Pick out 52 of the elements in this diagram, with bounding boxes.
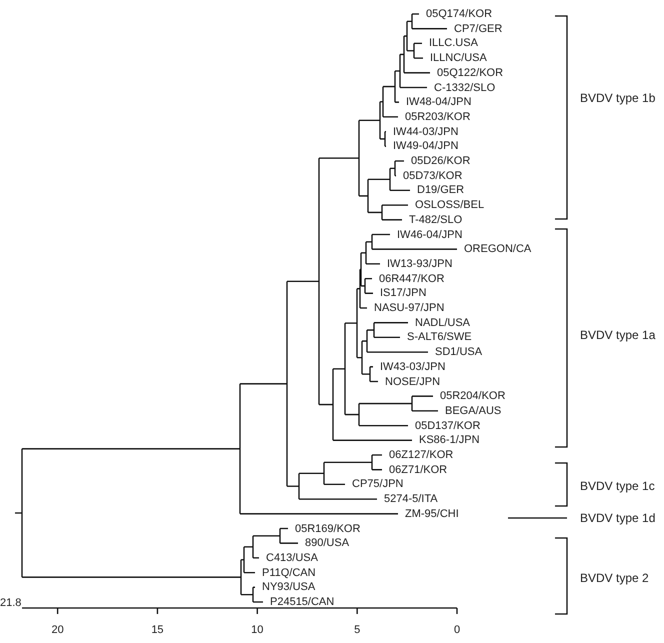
taxon-label: 06Z127/KOR — [389, 448, 454, 462]
axis-tick-label: 0 — [454, 623, 460, 637]
axis-tick-label: 20 — [51, 623, 64, 637]
taxon-label: C413/USA — [266, 550, 318, 565]
taxon-label: OREGON/CA — [464, 242, 532, 256]
taxon-label: IW44-03/JPN — [393, 124, 458, 139]
taxon-label: 05D73/KOR — [403, 168, 462, 183]
axis-tick-label: 15 — [151, 623, 164, 637]
taxon-label: CP75/JPN — [352, 477, 404, 492]
taxon-label: D19/GER — [417, 183, 464, 198]
clade-label: BVDV type 1a — [580, 328, 656, 342]
taxon-label: 05R204/KOR — [440, 389, 506, 404]
taxon-label: 06R447/KOR — [379, 272, 444, 286]
taxon-label: ILLNC/USA — [430, 51, 487, 66]
taxon-label: C-1332/SLO — [434, 80, 496, 94]
taxon-label: 05R169/KOR — [295, 522, 360, 536]
taxon-label: IW43-03/JPN — [380, 360, 446, 374]
taxon-label: P24515/CAN — [270, 595, 334, 609]
taxon-label: 06Z71/KOR — [389, 462, 448, 477]
taxon-label: SD1/USA — [435, 345, 482, 360]
taxon-label: KS86-1/JPN — [419, 433, 480, 448]
taxon-label: IW13-93/JPN — [387, 256, 452, 271]
taxon-label: OSLOSS/BEL — [415, 198, 484, 212]
taxon-label: 05Q122/KOR — [437, 66, 504, 80]
axis-tick-label: 10 — [251, 623, 264, 637]
taxon-label: IW46-04/JPN — [397, 228, 462, 242]
clade-label: BVDV type 1b — [580, 91, 656, 105]
taxon-label: NOSE/JPN — [385, 374, 440, 388]
axis-end-label: 21.8 — [0, 596, 22, 610]
taxon-label: CP7/GER — [454, 22, 502, 36]
taxon-label: S-ALT6/SWE — [407, 330, 472, 344]
clade-label: BVDV type 1d — [580, 511, 656, 525]
taxon-label: IS17/JPN — [380, 286, 426, 300]
taxon-label: ILLC.USA — [429, 36, 478, 50]
taxon-label: 05D137/KOR — [415, 418, 480, 433]
taxon-label: BEGA/AUS — [445, 404, 502, 418]
clade-label: BVDV type 2 — [580, 571, 649, 585]
taxon-label: IW49-04/JPN — [393, 139, 458, 154]
taxon-label: NADL/USA — [415, 316, 470, 330]
taxon-label: 890/USA — [305, 536, 350, 550]
taxon-label: ZM-95/CHI — [405, 506, 459, 521]
taxon-label: 05R203/KOR — [405, 110, 470, 124]
taxon-label: NASU-97/JPN — [374, 301, 444, 315]
taxon-label: 05Q174/KOR — [426, 7, 492, 21]
taxon-label: NY93/USA — [262, 580, 316, 594]
clade-label: BVDV type 1c — [580, 479, 655, 493]
taxon-label: IW48-04/JPN — [406, 95, 472, 110]
taxon-label: P11Q/CAN — [262, 566, 316, 580]
axis-tick-label: 5 — [354, 623, 360, 637]
taxon-label: T-482/SLO — [409, 212, 462, 227]
taxon-label: 05D26/KOR — [411, 154, 470, 168]
taxon-label: 5274-5/ITA — [384, 492, 438, 506]
